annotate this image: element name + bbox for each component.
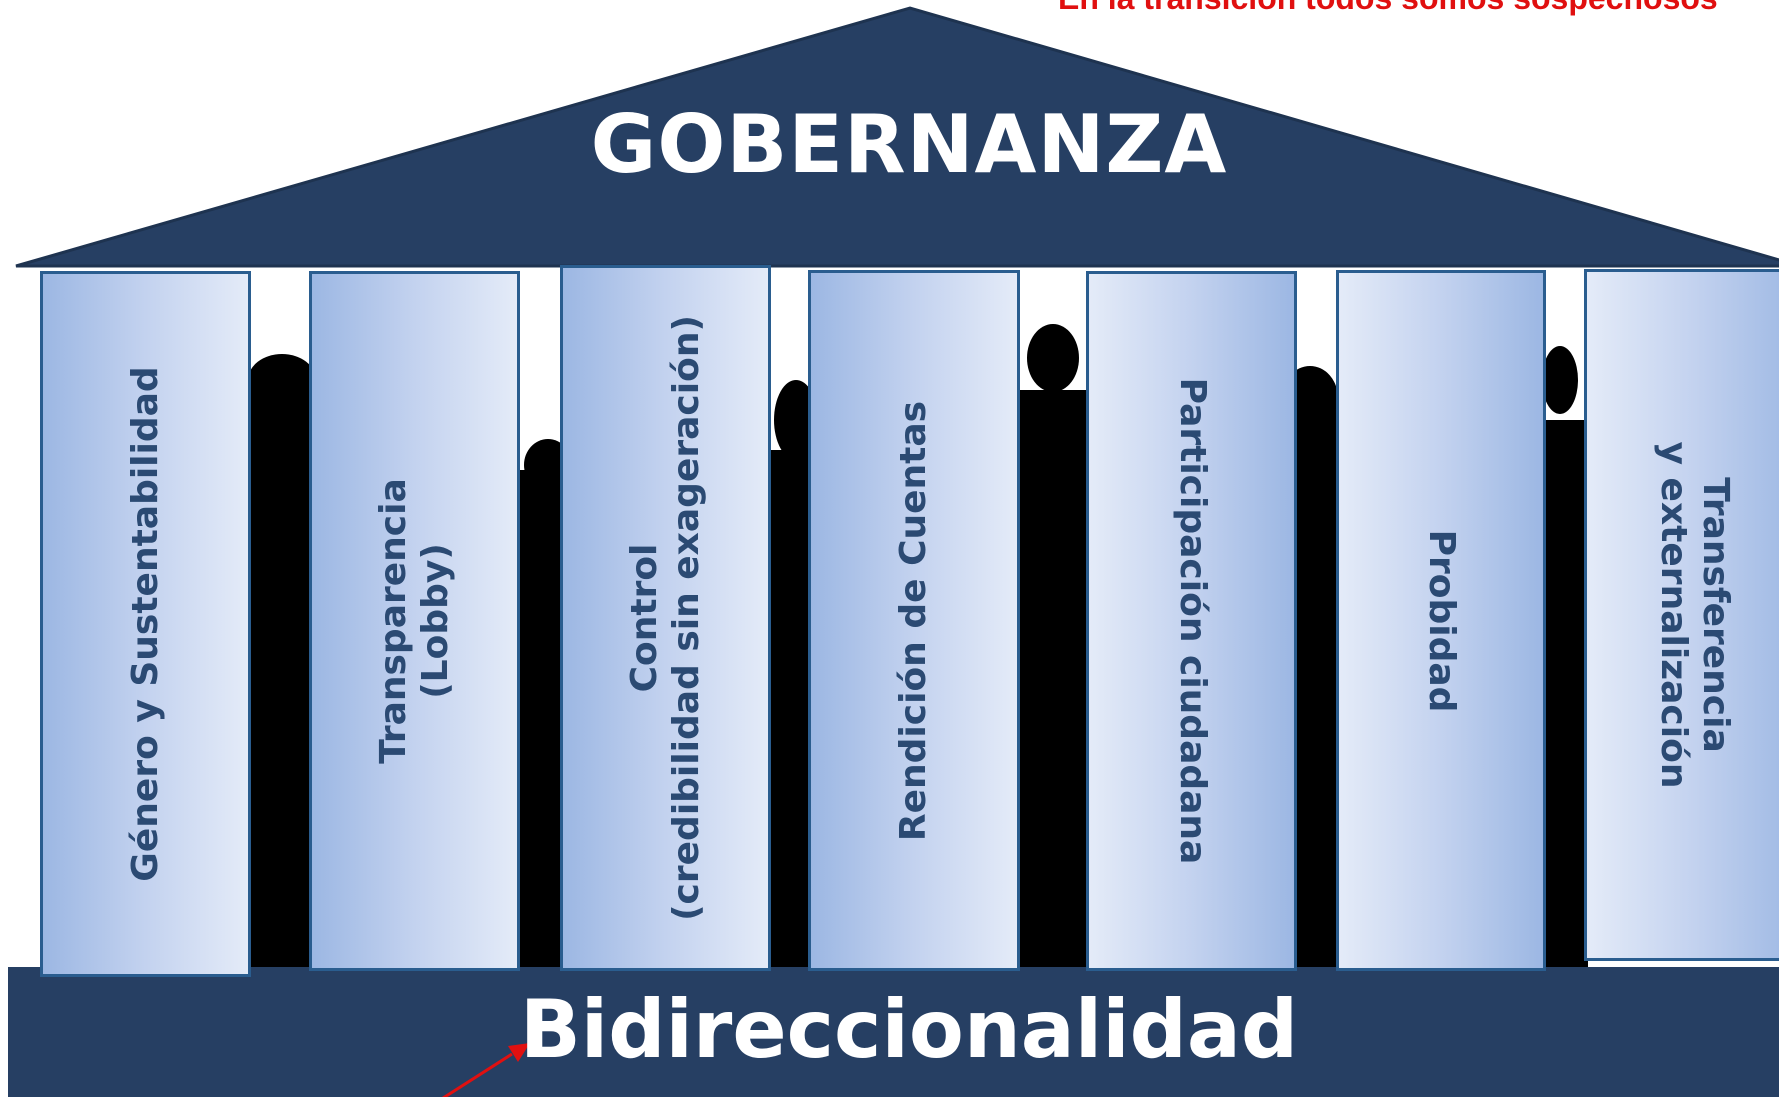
pillar-label: Control(credibilidad sin exageración)	[623, 315, 707, 921]
pillar-participacion-ciudadana: Participación ciudadana	[1086, 271, 1297, 971]
pillar-label: Género y Sustentabilidad	[124, 366, 166, 882]
pillar-probidad: Probidad	[1336, 270, 1546, 971]
pillar-transparencia: Transparencia(Lobby)	[309, 271, 520, 971]
caption-text: En la transición todos somos sospechosos	[1058, 0, 1718, 17]
roof-shape	[15, 6, 1779, 268]
base-shape	[8, 967, 1779, 1097]
red-arrow	[441, 1043, 530, 1097]
pillar-genero-sustentabilidad: Género y Sustentabilidad	[40, 271, 251, 977]
pillar-label: Rendición de Cuentas	[893, 400, 934, 841]
pillar-control: Control(credibilidad sin exageración)	[560, 265, 771, 971]
base-title: Bidireccionalidad	[519, 983, 1299, 1076]
pillar-rendicion-cuentas: Rendición de Cuentas	[808, 270, 1020, 971]
roof-title: GOBERNANZA	[590, 98, 1228, 191]
pillar-label: Participación ciudadana	[1171, 377, 1213, 865]
pillar-label: Probidad	[1421, 529, 1462, 712]
pillar-label: Transparencia(Lobby)	[372, 478, 456, 764]
